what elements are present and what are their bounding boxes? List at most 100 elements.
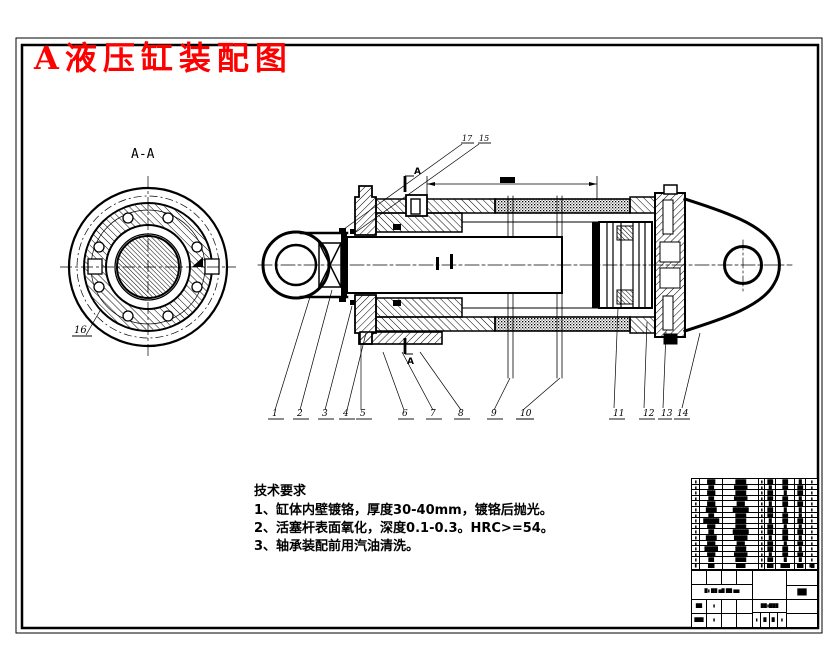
parts-table-cell: ██: [776, 501, 795, 506]
parts-table-row: ▮███████▮████▮: [692, 523, 817, 530]
parts-table-cell: █: [765, 534, 776, 540]
parts-table-cell: █: [776, 490, 795, 495]
parts-table-cell: █: [795, 523, 806, 529]
parts-table-cell: ▮: [759, 540, 765, 546]
callouts: 1 2 3 4 5 6 7 8 9 10 11 12 13 14 17 15: [268, 134, 701, 420]
callout-10: 10: [520, 409, 532, 419]
seal-rings: [339, 224, 401, 306]
title-block-empty-cell: [753, 571, 786, 600]
callout-7: 7: [430, 409, 436, 419]
parts-table-cell: ▮: [810, 479, 813, 484]
parts-table-cell: ▮: [707, 599, 722, 613]
section-label-aa: A-A: [131, 147, 155, 162]
parts-table-cell: █: [776, 540, 795, 546]
parts-table-cell: ███: [700, 490, 723, 495]
parts-table-row: ▮██████▮█████▮: [692, 512, 817, 519]
parts-table-cell: ██: [795, 551, 806, 557]
parts-table-cell: ▮: [810, 512, 813, 518]
parts-table-cell: ██: [700, 564, 723, 570]
parts-table-cell: █: [795, 506, 806, 512]
parts-table-cell: ███: [776, 564, 795, 570]
parts-table-cell: ██: [776, 495, 795, 501]
parts-table-cell: ▮: [810, 523, 813, 529]
parts-table-cell: ▮: [810, 490, 813, 495]
parts-table-cell: █: [776, 557, 795, 563]
parts-table-cell: ██: [765, 557, 776, 563]
parts-table-cell: ▮: [707, 613, 722, 627]
parts-table-cell: ██: [795, 484, 806, 490]
callout-16: 16: [74, 325, 87, 336]
title-block-cell: ▮: [753, 613, 762, 627]
parts-table-cell: ████: [700, 506, 723, 512]
parts-table-cell: ██████: [700, 518, 723, 523]
bolt-circles: [93, 212, 203, 322]
parts-table-cell: ▮: [759, 523, 765, 529]
callout-17: 17: [462, 134, 473, 143]
parts-table-cell: ▮: [692, 534, 700, 540]
parts-table-cell: ▮: [810, 501, 813, 506]
parts-table-cell: ▮: [810, 484, 813, 490]
main-assembly-view: [257, 184, 793, 379]
parts-table-cell: ▮: [759, 490, 765, 495]
callout-14: 14: [677, 409, 689, 419]
parts-table-cell: ██: [700, 529, 723, 534]
title-block-row: ██▮: [692, 599, 752, 614]
parts-table-cell: ▮: [692, 501, 700, 506]
parts-table-cell: ▮: [692, 557, 700, 563]
parts-table-cell: ██: [795, 490, 806, 495]
parts-table-cell: █████: [723, 484, 759, 490]
parts-table-cell: █: [795, 546, 806, 551]
parts-table-cell: ▮: [759, 501, 765, 506]
parts-table-cell: █████: [700, 546, 723, 551]
parts-table-cell: ██: [776, 546, 795, 551]
section-mark-bottom-label: A: [407, 357, 414, 367]
parts-table-cell: ███: [700, 540, 723, 546]
parts-table-cell: ██████: [723, 506, 759, 512]
title-block-name-zone: ██: [787, 571, 817, 627]
parts-table-cell: █: [795, 479, 806, 484]
title-block-empty-cell: [787, 600, 817, 614]
parts-table-row: ▮███████▮█████▮: [692, 479, 817, 485]
parts-table-cell: ██: [765, 529, 776, 534]
vertical-dimension-text-blob: [450, 254, 453, 269]
tech-requirement-item: 2、活塞杆表面氧化，深度0.1-0.3。HRC>=54。: [254, 521, 554, 536]
callout-5: 5: [360, 409, 366, 419]
title-block-drawing-name: ██: [787, 586, 817, 600]
parts-table-row: ▮█████████▮█████▮: [692, 546, 817, 552]
tech-requirements: 技术要求 1、缸体内壁镀铬，厚度30-40mm，镀铬后抛光。 2、活塞杆表面氧化…: [254, 483, 564, 556]
parts-table-cell: ██: [765, 512, 776, 518]
section-marks: A A: [403, 167, 421, 367]
parts-table-cell: ██: [795, 540, 806, 546]
parts-table-cell: [722, 613, 737, 627]
parts-table-cell: ▮: [759, 546, 765, 551]
callout-15: 15: [479, 134, 489, 143]
parts-table-cell: ████: [700, 534, 723, 540]
title-block-row: [692, 571, 752, 586]
parts-table-cell: ▮: [810, 518, 813, 523]
cylinder-tube-bottom-wall: [494, 316, 631, 332]
title-block-empty-cell: [787, 614, 817, 627]
parts-table-cell: ▮█: [809, 564, 814, 569]
parts-table-cell: █: [776, 523, 795, 529]
title-block-row-blob: ██▮███: [753, 600, 786, 613]
parts-table-cell: ███: [723, 540, 759, 546]
parts-table-cell: █: [765, 484, 776, 490]
parts-table-cell: ████: [723, 490, 759, 495]
parts-table-cell: ▮: [810, 546, 813, 551]
port-arrow: [192, 257, 203, 267]
parts-table-cell: ▮: [759, 479, 765, 484]
tech-requirement-item: 3、轴承装配前用汽油清洗。: [254, 539, 420, 554]
title-block-cell: █: [770, 613, 778, 627]
sheet-border: [15, 37, 823, 634]
parts-table-cell: ▮: [759, 557, 765, 563]
cylinder-tube-top-wall: [494, 198, 631, 214]
parts-table-cell: ▮: [759, 518, 765, 523]
parts-table-cell: ██: [776, 551, 795, 557]
parts-table-row: ▮██████████▮████▮: [692, 506, 817, 513]
callout-6: 6: [402, 409, 408, 419]
parts-table-row: ▮███████▮█████▮: [692, 484, 817, 491]
parts-table-cell: ██: [700, 484, 723, 490]
parts-table-cell: [722, 571, 737, 585]
parts-table-cell: ▮: [692, 490, 700, 495]
